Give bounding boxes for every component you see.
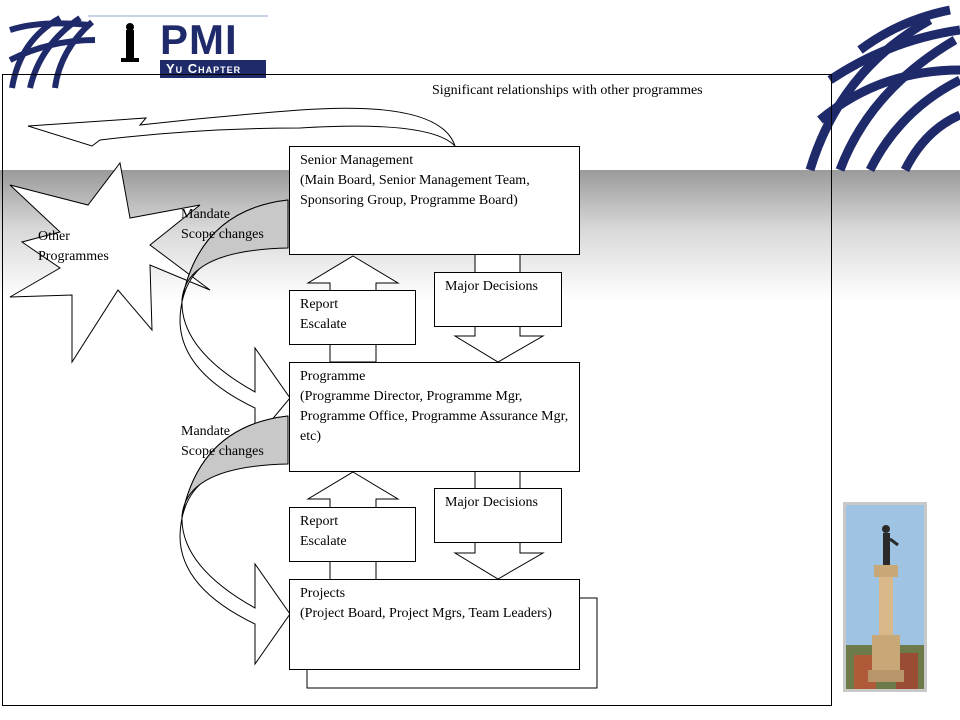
- logo-sub-band: [160, 60, 266, 78]
- major-decisions-box-top: Major Decisions: [434, 272, 562, 327]
- statue-logo-icon: [121, 23, 139, 62]
- statue-photo: [843, 502, 927, 692]
- globe-icon-right: [805, 5, 960, 173]
- relationship-arrow-top: [27, 107, 456, 147]
- other-programmes-star: [9, 161, 211, 364]
- diagram-frame: [2, 74, 832, 706]
- logo-main-text: PMI: [160, 16, 238, 63]
- logo-sub-text: Yu Chapter: [166, 61, 242, 76]
- report-escalate-box-top: Report Escalate: [289, 290, 416, 345]
- mandate-label-top: Mandate Scope changes: [181, 207, 264, 242]
- mandate-label-bottom: Mandate Scope changes: [181, 424, 264, 459]
- senior-management-box: Senior Management (Main Board, Senior Ma…: [289, 146, 580, 255]
- mandate-arrow-top-shade: [181, 199, 289, 301]
- mandate-arrow-bottom-shade: [181, 415, 289, 517]
- programme-box: Programme (Programme Director, Programme…: [289, 362, 580, 472]
- globe-icon-left: [8, 15, 96, 89]
- report-escalate-box-bottom: Report Escalate: [289, 507, 416, 562]
- diagram-heading: Significant relationships with other pro…: [432, 83, 703, 98]
- other-programmes-label: Other Programmes: [38, 229, 109, 264]
- projects-box: Projects (Project Board, Project Mgrs, T…: [289, 579, 580, 670]
- major-decisions-box-bottom: Major Decisions: [434, 488, 562, 543]
